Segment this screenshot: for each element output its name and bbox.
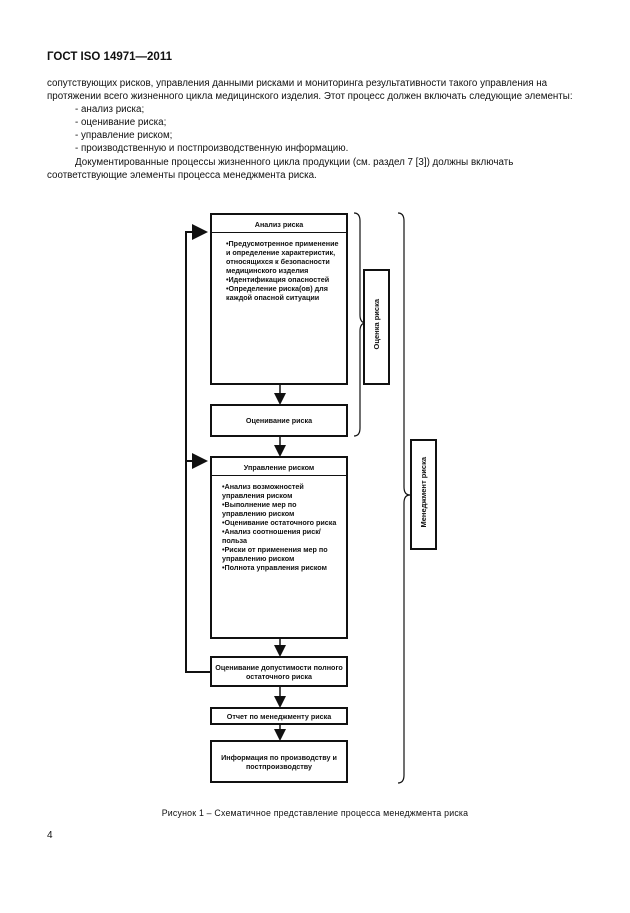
body-text: сопутствующих рисков, управления данными… [47, 77, 587, 182]
risk-evaluation-box: Оценивание риска [210, 404, 348, 437]
feedback-arrow-to-analysis [185, 224, 208, 672]
list-item: •Анализ соотношения риск/польза [222, 527, 321, 545]
list-item: •Идентификация опасностей [226, 275, 330, 284]
risk-control-title: Управление риском [212, 458, 346, 476]
paragraph-intro: сопутствующих рисков, управления данными… [47, 78, 573, 103]
management-bracket [397, 212, 411, 784]
list-item: •Полнота управления риском [222, 563, 327, 572]
list-item: - производственную и постпроизводственну… [75, 143, 349, 155]
risk-control-list: •Анализ возможностей управления риском •… [212, 476, 346, 572]
feedback-arrow-to-control [185, 453, 210, 673]
production-info-box: Информация по производству и постпроизво… [210, 740, 348, 783]
risk-management-label: Менеджмент риска [419, 457, 428, 528]
list-item: •Выполнение мер по управлению риском [222, 500, 297, 518]
list-item: •Риски от применения мер по управлению р… [222, 545, 328, 563]
risk-management-label-box: Менеджмент риска [410, 439, 437, 550]
report-box: Отчет по менеджменту риска [210, 707, 348, 725]
list-item: - оценивание риска; [75, 117, 167, 129]
list-item: •Определение риска(ов) для каждой опасно… [226, 284, 328, 302]
residual-risk-box: Оценивание допустимости полного остаточн… [210, 656, 348, 687]
risk-analysis-list: •Предусмотренное применение и определени… [212, 233, 346, 302]
list-item: •Оценивание остаточного риска [222, 518, 337, 527]
page-number: 4 [47, 830, 53, 841]
risk-analysis-title: Анализ риска [212, 215, 346, 233]
risk-management-diagram: Анализ риска •Предусмотренное применение… [170, 205, 440, 790]
paragraph-lifecycle: Документированные процессы жизненного ци… [47, 156, 514, 181]
risk-control-box: Управление риском •Анализ возможностей у… [210, 456, 348, 639]
list-item: •Предусмотренное применение и определени… [226, 239, 339, 275]
figure-caption: Рисунок 1 – Схематичное представление пр… [161, 808, 469, 818]
list-item: •Анализ возможностей управления риском [222, 482, 304, 500]
list-item: - анализ риска; [75, 104, 145, 116]
risk-analysis-box: Анализ риска •Предусмотренное применение… [210, 213, 348, 385]
risk-assessment-label: Оценка риска [372, 299, 381, 350]
list-item: - управление риском; [75, 130, 173, 142]
document-header: ГОСТ ISO 14971—2011 [47, 51, 172, 63]
risk-assessment-label-box: Оценка риска [363, 269, 390, 385]
